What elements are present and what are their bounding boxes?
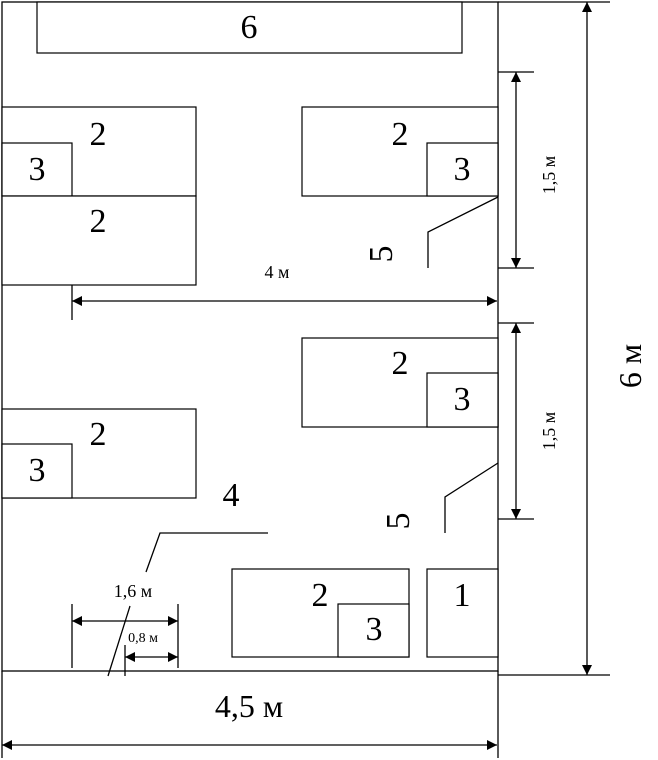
desk-label: 2: [90, 203, 107, 240]
chair-right-top: [426, 142, 499, 197]
desk-length-label: 1,6 м: [114, 581, 152, 601]
chair-label: 3: [366, 611, 383, 648]
label-1: 1: [454, 577, 471, 614]
chair-length-label: 0,8 м: [128, 631, 158, 646]
chair-bottom: [337, 603, 410, 658]
desk-label: 2: [392, 345, 409, 382]
chair-label: 3: [29, 452, 46, 489]
chair-label: 3: [454, 381, 471, 418]
leader-5-lower: [444, 462, 499, 533]
width-label: 4,5 м: [215, 688, 283, 724]
chair-left-middle: [1, 443, 73, 499]
leader-5-upper: [427, 196, 499, 268]
chair-label: 3: [454, 151, 471, 188]
label-5-lower: 5: [380, 513, 417, 530]
label-5-upper: 5: [363, 246, 400, 263]
cabinet-1: [426, 568, 499, 658]
leader-line: [107, 605, 131, 677]
spacing-lower-label: 1,5 м: [539, 412, 559, 450]
label-4: 4: [223, 477, 240, 514]
spacing-upper-label: 1,5 м: [539, 156, 559, 194]
aisle-dimension-label: 4 м: [265, 262, 290, 282]
chair-label: 3: [29, 151, 46, 188]
board-6: [36, 1, 463, 54]
desk-label: 2: [312, 577, 329, 614]
desk-label: 2: [90, 116, 107, 153]
desk-left-second: [1, 195, 197, 286]
label-6: 6: [241, 9, 258, 46]
chair-right-middle: [426, 372, 499, 428]
desk-label: 2: [90, 416, 107, 453]
desk-label: 2: [392, 116, 409, 153]
leader-4: [145, 532, 268, 573]
height-label: 6 м: [612, 344, 648, 388]
chair-left-top: [1, 142, 73, 197]
